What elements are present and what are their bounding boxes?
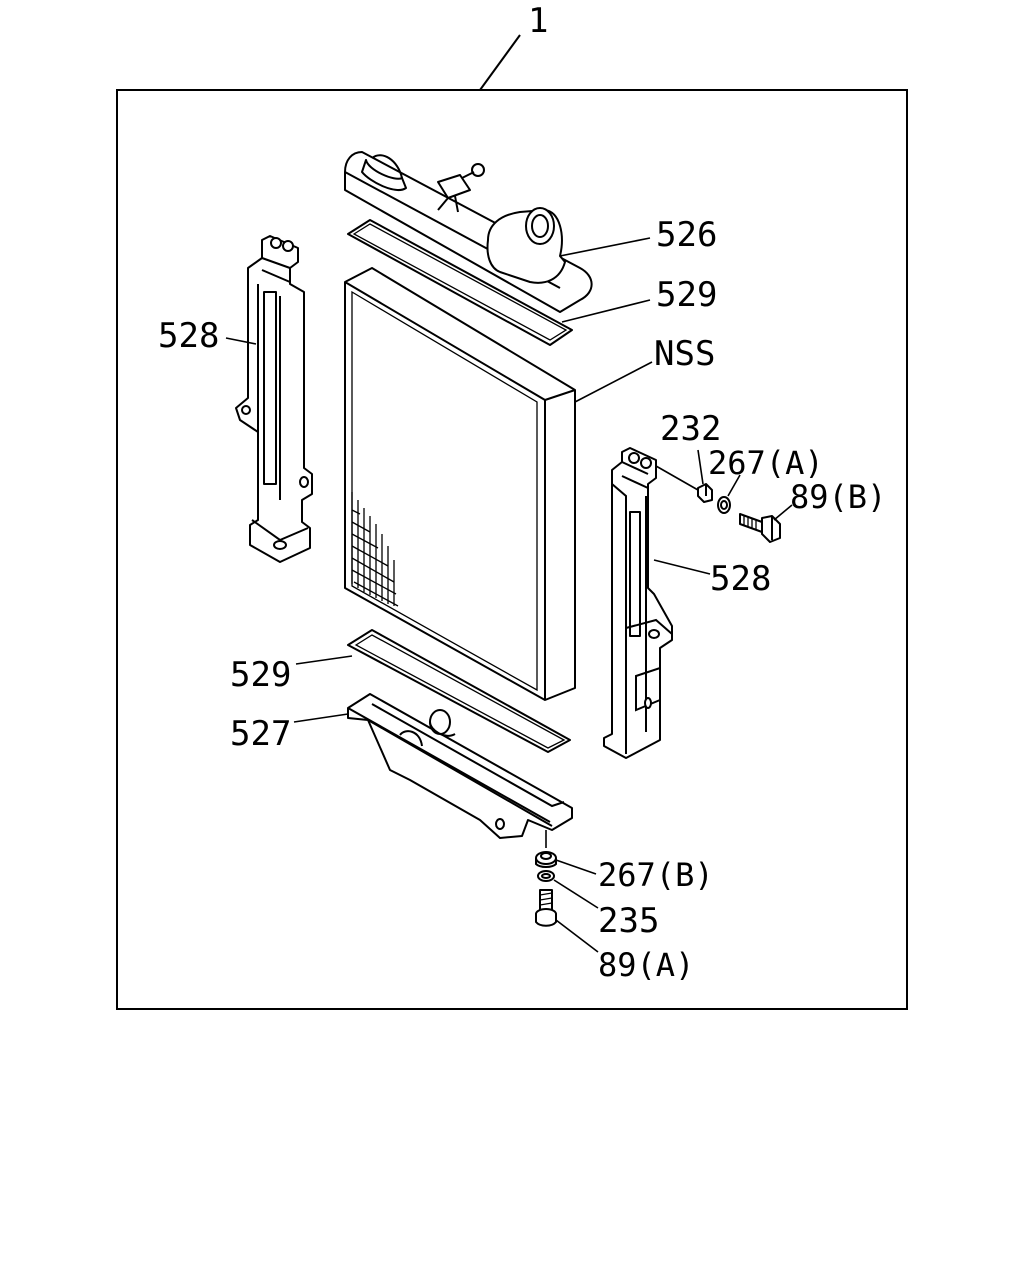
leader-89a	[555, 919, 599, 953]
leader-235	[553, 879, 599, 909]
label-528-left: 528	[158, 316, 219, 356]
leader-232-to-bracket	[655, 465, 699, 491]
washer-267b-part	[535, 851, 557, 868]
leader-529-upper	[561, 299, 651, 323]
assembly-leader-line	[479, 34, 521, 91]
upper-seal-part	[347, 219, 573, 346]
label-267b: 267(B)	[598, 856, 714, 894]
leader-267a	[727, 474, 741, 497]
washer-267a-part	[717, 496, 731, 514]
label-267a: 267(A)	[708, 444, 824, 482]
bolt-89b-part	[739, 513, 781, 543]
leader-527	[293, 713, 349, 723]
leader-267b	[555, 859, 597, 875]
leader-nss	[574, 361, 653, 403]
left-bracket-part	[235, 235, 313, 563]
label-528-right: 528	[710, 559, 771, 599]
label-assembly-1: 1	[528, 1, 548, 41]
label-529-lower: 529	[230, 655, 291, 695]
label-89a: 89(A)	[598, 946, 694, 984]
bolt-89a-part	[535, 889, 557, 927]
leader-528-right	[653, 559, 711, 575]
label-527: 527	[230, 714, 291, 754]
right-bracket-part	[603, 447, 673, 759]
label-526: 526	[656, 215, 717, 255]
label-nss: NSS	[654, 334, 715, 374]
bolt-232-part	[697, 483, 713, 503]
leader-232	[697, 449, 704, 485]
label-235: 235	[598, 901, 659, 941]
leader-528-left	[225, 337, 257, 345]
leader-529-lower	[295, 655, 353, 665]
lower-seal-part	[347, 629, 571, 753]
leader-526	[559, 237, 651, 257]
label-529-upper: 529	[656, 275, 717, 315]
diagram-frame	[116, 89, 908, 1010]
leader-89b	[773, 504, 793, 521]
washer-235-part	[537, 870, 555, 882]
label-232: 232	[660, 409, 721, 449]
radiator-core-part	[344, 267, 576, 701]
upper-tank-part	[344, 151, 593, 313]
label-89b: 89(B)	[790, 478, 886, 516]
lower-tank-part	[347, 693, 573, 839]
